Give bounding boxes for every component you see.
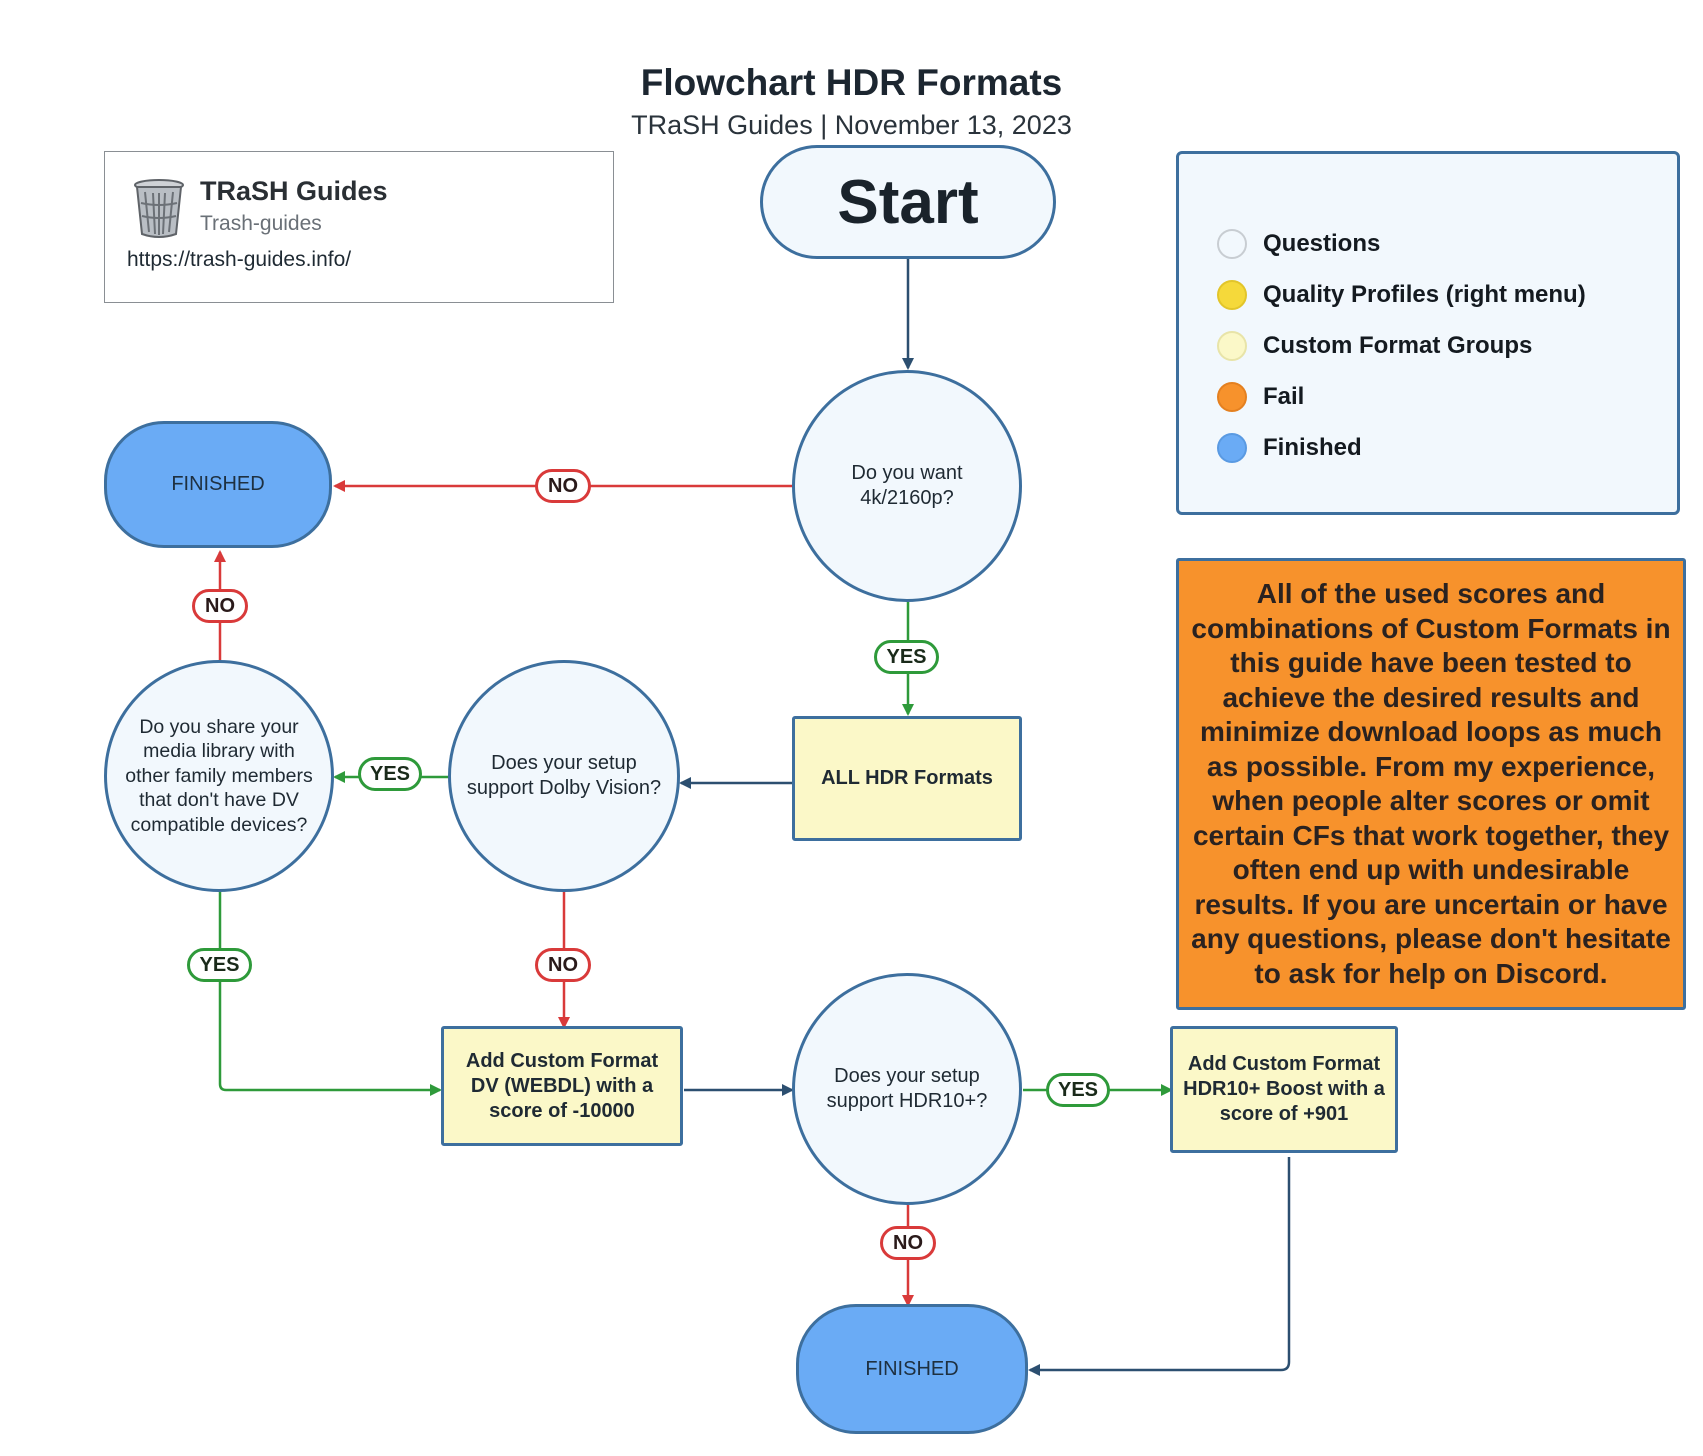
finished-color-dot <box>1217 433 1247 463</box>
custom-format-groups-color-dot <box>1217 331 1247 361</box>
quality-profiles-color-dot <box>1217 280 1247 310</box>
edge-label-yes: YES <box>187 948 252 982</box>
trash-bin-icon <box>133 178 185 245</box>
edge-label-yes: YES <box>874 640 939 674</box>
card-title: TRaSH Guides <box>200 176 388 206</box>
finished-node-top: FINISHED <box>104 421 332 548</box>
legend-item-finished: Finished <box>1217 431 1362 465</box>
legend-item-fail: Fail <box>1217 380 1304 414</box>
edge-label-no: NO <box>535 948 591 982</box>
start-node: Start <box>760 145 1056 259</box>
custom-format-dv-webdl-node: Add Custom Format DV (WEBDL) with a scor… <box>441 1026 683 1146</box>
edge-label-no: NO <box>192 589 248 623</box>
finished-node-bottom: FINISHED <box>796 1304 1028 1434</box>
fail-color-dot <box>1217 382 1247 412</box>
legend-label: Questions <box>1263 230 1381 257</box>
page-title: Flowchart HDR Formats <box>640 62 1063 103</box>
edge-cfhdr10-to-finished <box>1028 1157 1291 1376</box>
page-subtitle: TRaSH Guides | November 13, 2023 <box>631 110 1072 140</box>
edge-label-yes: YES <box>1046 1073 1110 1107</box>
source-card[interactable]: TRaSH Guides Trash-guides https://trash-… <box>104 151 614 303</box>
legend-label: Custom Format Groups <box>1263 332 1533 359</box>
question-hdr10plus-node: Does your setup support HDR10+? <box>792 973 1022 1205</box>
edge-label-no: NO <box>880 1226 936 1260</box>
card-url-link[interactable]: https://trash-guides.info/ <box>127 248 352 271</box>
question-4k-node: Do you want 4k/2160p? <box>792 370 1022 602</box>
legend-item-questions: Questions <box>1217 227 1380 261</box>
edge-qshare-yes <box>218 891 442 1096</box>
custom-format-hdr10plus-boost-node: Add Custom Format HDR10+ Boost with a sc… <box>1170 1026 1398 1153</box>
question-share-library-node: Do you share your media library with oth… <box>104 660 334 892</box>
legend-item-quality-profiles: Quality Profiles (right menu) <box>1217 278 1586 312</box>
legend-label: Fail <box>1263 383 1305 410</box>
legend-item-custom-format-groups: Custom Format Groups <box>1217 329 1532 363</box>
edge-label-no: NO <box>535 469 591 503</box>
legend-label: Finished <box>1263 434 1362 461</box>
legend-panel: Questions Quality Profiles (right menu) … <box>1176 151 1680 515</box>
warning-note: All of the used scores and combinations … <box>1176 558 1686 1010</box>
card-subtitle: Trash-guides <box>200 212 322 235</box>
questions-color-dot <box>1217 229 1247 259</box>
all-hdr-formats-node: ALL HDR Formats <box>792 716 1022 841</box>
legend-label: Quality Profiles (right menu) <box>1263 281 1586 308</box>
edge-label-yes: YES <box>358 757 422 791</box>
question-dolby-vision-node: Does your setup support Dolby Vision? <box>448 660 680 892</box>
